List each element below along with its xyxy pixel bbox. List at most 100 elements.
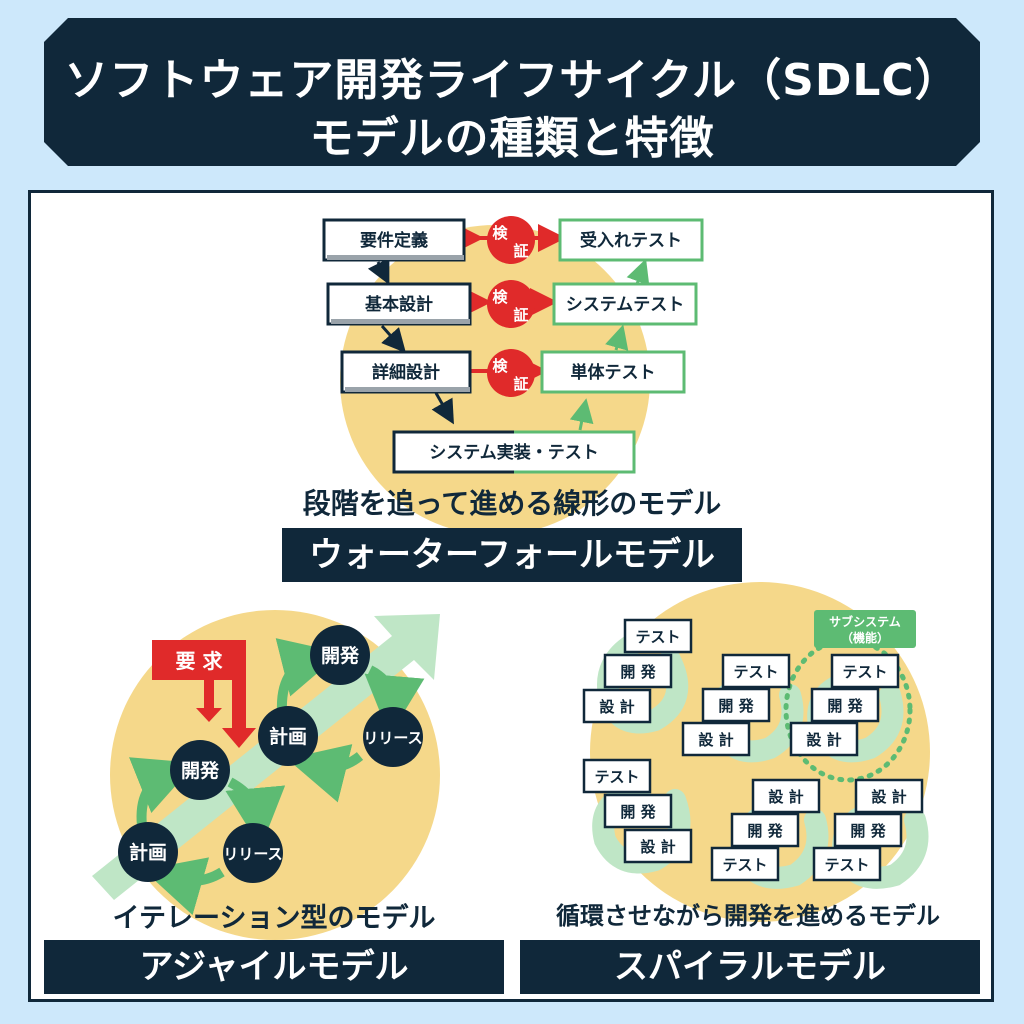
agile-node-dev: 開発 — [310, 625, 370, 685]
flow-arrow — [431, 392, 454, 425]
agile-node-plan: 計画 — [258, 706, 318, 766]
spiral-model-label: スパイラルモデル — [520, 940, 980, 994]
svg-text:設 計: 設 計 — [806, 731, 841, 749]
svg-text:テスト: テスト — [733, 663, 778, 681]
spiral-box-test: テスト — [812, 846, 882, 882]
waterfall-step-implementation: システム実装・テスト — [392, 430, 636, 474]
svg-text:リリース: リリース — [223, 845, 282, 863]
waterfall-step-basic-design: 基本設計 — [326, 282, 472, 326]
spiral-box-dev: 開 発 — [603, 653, 673, 689]
step-label: システムテスト — [566, 295, 685, 315]
svg-text:開 発: 開 発 — [850, 822, 886, 840]
title-banner: ソフトウェア開発ライフサイクル（SDLC） モデルの種類と特徴 — [44, 18, 980, 166]
svg-text:テスト: テスト — [842, 663, 887, 681]
title-line-1: ソフトウェア開発ライフサイクル（SDLC） — [64, 55, 960, 106]
svg-text:テスト: テスト — [635, 628, 680, 646]
cycle-arrow — [364, 665, 425, 736]
cycle-arrow — [286, 744, 364, 803]
requirement-callout: 要 求 — [152, 640, 256, 748]
requirement-label: 要 求 — [176, 649, 224, 673]
iteration-progress-arrow — [92, 614, 440, 900]
svg-text:開発: 開発 — [321, 644, 360, 667]
agile-caption: イテレーション型のモデル — [112, 903, 436, 934]
spiral-box-design: 設 計 — [681, 721, 751, 757]
verify-badge: 検 証 — [487, 280, 535, 328]
agile-node-release: リリース — [223, 823, 283, 883]
flow-arrow — [626, 258, 650, 286]
spiral-box-dev: 開 発 — [730, 812, 800, 848]
flow-arrow — [367, 257, 390, 285]
spiral-box-dev: 開 発 — [810, 687, 880, 723]
step-label: 基本設計 — [364, 294, 433, 315]
svg-text:開 発: 開 発 — [827, 697, 863, 715]
svg-text:計画: 計画 — [129, 841, 167, 864]
spiral-box-design: 設 計 — [582, 688, 652, 724]
waterfall-step-acceptance-test: 受入れテスト — [558, 218, 704, 262]
waterfall-step-unit-test: 単体テスト — [540, 350, 686, 394]
svg-text:サブシステム: サブシステム — [829, 614, 901, 629]
spiral-box-design: 設 計 — [751, 778, 821, 814]
cycle-arrow — [128, 757, 196, 827]
spiral-box-test: テスト — [721, 653, 791, 689]
verify-badge: 検 証 — [487, 349, 535, 397]
svg-text:証: 証 — [513, 242, 528, 260]
step-label: 単体テスト — [571, 362, 656, 383]
spiral-box-test: テスト — [582, 758, 652, 794]
svg-text:証: 証 — [513, 306, 528, 324]
svg-text:設 計: 設 計 — [599, 698, 634, 716]
step-label: 受入れテスト — [580, 230, 682, 251]
svg-text:検: 検 — [492, 288, 508, 306]
step-label: 要件定義 — [360, 230, 428, 251]
waterfall-model-label: ウォーターフォールモデル — [282, 528, 742, 582]
svg-text:開 発: 開 発 — [620, 663, 656, 681]
agile-node-plan: 計画 — [118, 822, 178, 882]
svg-text:テスト: テスト — [594, 768, 639, 786]
spiral-caption: 循環させながら開発を進めるモデル — [556, 902, 940, 930]
waterfall-step-system-test: システムテスト — [552, 282, 698, 326]
svg-text:証: 証 — [513, 375, 528, 393]
spiral-box-test: テスト — [623, 618, 693, 654]
step-label: システム実装・テスト — [429, 442, 599, 463]
spiral-box-design: 設 計 — [854, 778, 924, 814]
spiral-box-test: テスト — [710, 846, 780, 882]
waterfall-step-detail-design: 詳細設計 — [340, 350, 472, 394]
svg-text:計画: 計画 — [269, 725, 307, 748]
waterfall-step-requirements: 要件定義 — [322, 218, 466, 262]
svg-text:検: 検 — [492, 224, 508, 242]
cycle-arrow — [225, 777, 286, 848]
svg-text:開 発: 開 発 — [747, 822, 783, 840]
svg-text:開発: 開発 — [181, 759, 220, 782]
cycle-arrow — [275, 638, 342, 713]
svg-text:設 計: 設 計 — [871, 788, 906, 806]
spiral-box-dev: 開 発 — [701, 687, 771, 723]
spiral-box-design: 設 計 — [789, 721, 859, 757]
spiral-box-test: テスト — [830, 653, 900, 689]
svg-text:開 発: 開 発 — [718, 697, 754, 715]
verify-badge: 検 証 — [487, 216, 535, 264]
svg-text:テスト: テスト — [722, 856, 767, 874]
agile-node-dev: 開発 — [170, 740, 230, 800]
svg-text:設 計: 設 計 — [698, 731, 733, 749]
spiral-box-design: 設 計 — [623, 828, 693, 864]
cycle-arrow — [143, 857, 225, 916]
svg-text:検: 検 — [492, 357, 508, 375]
svg-text:開 発: 開 発 — [620, 803, 656, 821]
title-line-2: モデルの種類と特徴 — [309, 113, 715, 164]
spiral-box-dev: 開 発 — [833, 812, 903, 848]
svg-text:リリース: リリース — [363, 729, 422, 747]
svg-text:設 計: 設 計 — [768, 788, 803, 806]
flow-arrow — [380, 325, 406, 353]
agile-node-release: リリース — [363, 707, 423, 767]
flow-arrow — [605, 324, 629, 351]
spiral-box-dev: 開 発 — [603, 793, 673, 829]
flow-arrow — [569, 398, 594, 431]
svg-text:設 計: 設 計 — [640, 838, 675, 856]
step-label: 詳細設計 — [372, 362, 440, 383]
svg-text:（機能）: （機能） — [841, 630, 889, 645]
waterfall-caption: 段階を追って進める線形のモデル — [302, 487, 722, 520]
agile-model-label: アジャイルモデル — [44, 940, 504, 994]
subsystem-tag: サブシステム （機能） — [814, 610, 916, 648]
